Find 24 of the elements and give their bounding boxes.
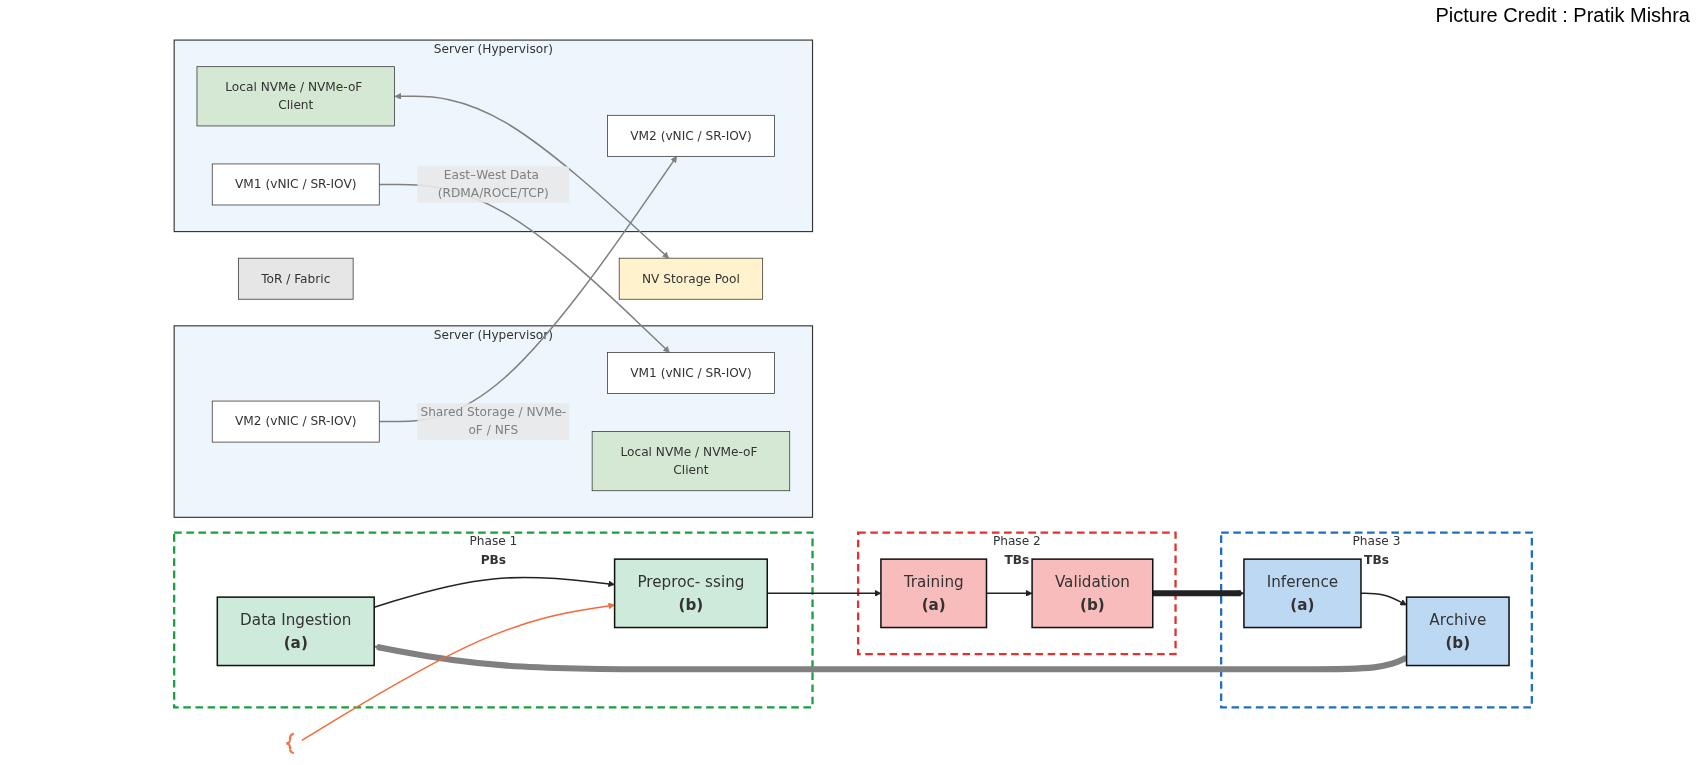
node-box: Training (a)	[880, 558, 988, 629]
node-box: Local NVMe / NVMe-oF Client	[591, 431, 791, 492]
node-box: VM1 (vNIC / SR-IOV)	[211, 163, 380, 206]
node-box: Archive (b)	[1405, 596, 1510, 667]
node-box: Data Ingestion (a)	[216, 596, 375, 667]
node-label: TBs	[1364, 552, 1389, 567]
edge-label: East–West Data (RDMA/ROCE/TCP)	[437, 167, 549, 201]
node-label: TBs	[1004, 552, 1030, 567]
node-box: VM1 (vNIC / SR-IOV)	[607, 352, 775, 394]
node-box: Local NVMe / NVMe-oF Client	[196, 66, 395, 127]
node-box: NV Storage Pool	[618, 257, 764, 300]
node-box: Inference (a)	[1243, 558, 1362, 629]
node-box: Preproc- ssing (b)	[613, 558, 768, 629]
edge-label: Shared Storage / NVMe-oF / NFS	[420, 404, 567, 438]
arrow	[1360, 592, 1407, 606]
node-box: ToR / Fabric	[238, 257, 354, 300]
arrow	[301, 602, 615, 742]
node-box: VM2 (vNIC / SR-IOV)	[211, 400, 380, 443]
node-bracket	[285, 732, 295, 755]
node-box: VM2 (vNIC / SR-IOV)	[607, 114, 775, 157]
arrow	[394, 92, 669, 259]
node-label: PBs	[480, 552, 507, 567]
node-box: Validation (b)	[1031, 558, 1154, 629]
credit-note: Picture Credit : Pratik Mishra	[1435, 4, 1690, 28]
